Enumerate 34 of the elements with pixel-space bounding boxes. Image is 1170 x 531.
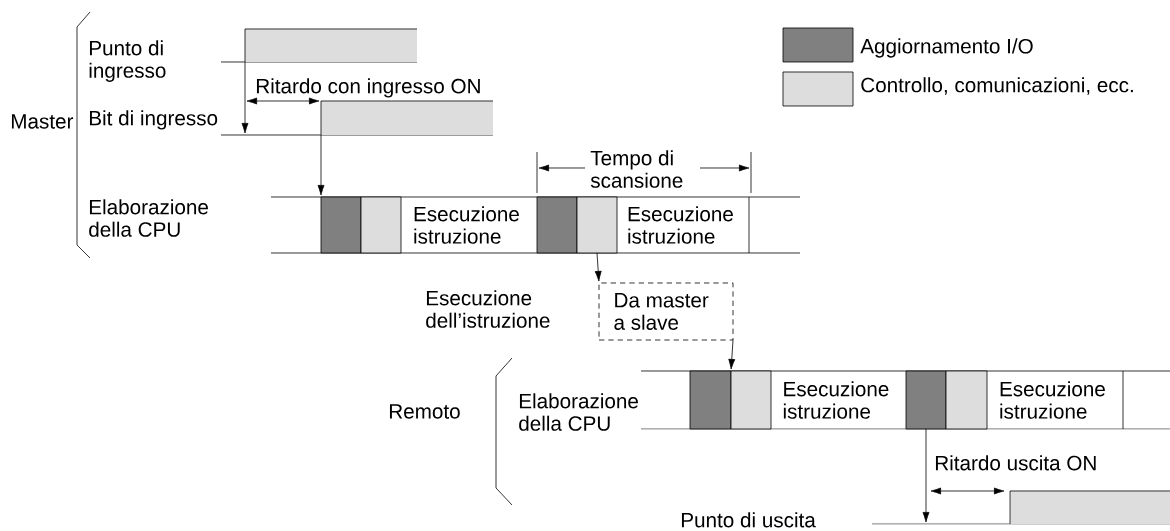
execution-label: Esecuzione istruzione <box>628 206 733 244</box>
row-label: Ritardo con ingresso ON <box>256 78 480 98</box>
row-label: Bit di ingresso <box>90 110 218 130</box>
time-block <box>945 370 988 430</box>
row-label: Punto di uscita <box>681 512 816 528</box>
time-block <box>536 196 578 254</box>
pulse-bar <box>244 28 418 63</box>
arrow <box>241 61 249 134</box>
legend-text: Aggiornamento I/O <box>860 38 1033 58</box>
row-label: Elaborazione della CPU <box>89 199 208 237</box>
time-block <box>320 196 362 254</box>
execution-label: Esecuzione istruzione <box>414 206 519 244</box>
execution-label: Esecuzione istruzione <box>783 381 889 419</box>
time-block <box>576 196 618 254</box>
arrow <box>317 134 325 196</box>
row-label: Tempo di scansione <box>590 150 683 188</box>
arrow <box>922 428 930 523</box>
arrow <box>594 252 602 282</box>
row-label: Punto di ingresso <box>89 40 166 82</box>
row-label: Elaborazione della CPU <box>519 393 638 431</box>
dashed-box: Da master a slave <box>598 282 734 341</box>
legend-text: Controllo, comunicazioni, ecc. <box>861 77 1133 95</box>
pulse-bar <box>1009 490 1170 525</box>
row-label: Master <box>12 114 74 129</box>
time-block <box>689 370 732 430</box>
time-block <box>360 196 402 254</box>
time-block <box>905 370 947 430</box>
row-label: Ritardo uscita ON <box>935 455 1096 471</box>
pulse-bar <box>320 100 494 136</box>
arrow <box>728 339 736 370</box>
execution-label: Esecuzione istruzione <box>1000 381 1105 419</box>
row-label: Remoto <box>389 404 460 419</box>
row-label: Esecuzione dell’istruzione <box>426 290 550 328</box>
time-block <box>730 370 772 430</box>
